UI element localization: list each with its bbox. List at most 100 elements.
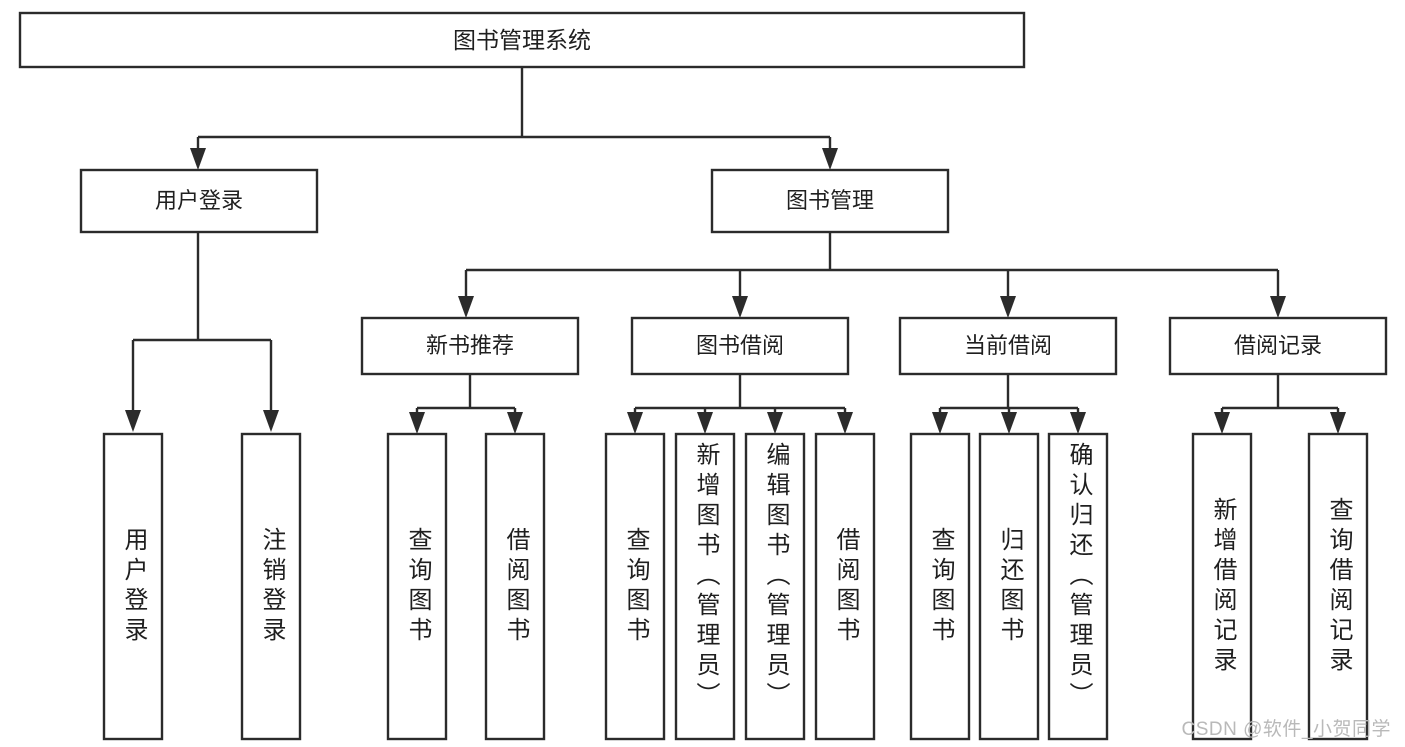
arrow-current-borrow-leaf-1 xyxy=(932,412,948,434)
leaf-node[interactable]: 查询图书 xyxy=(604,432,666,741)
leaf-bb-borrow-book-label: 借阅图书 xyxy=(832,526,859,647)
leaf-node[interactable]: 新增图书（管理员） xyxy=(674,432,736,741)
leaf-bb-borrow-book-box[interactable] xyxy=(814,432,876,741)
leaf-bb-edit-book-box[interactable] xyxy=(744,432,806,741)
leaf-node[interactable]: 用户登录 xyxy=(102,432,164,741)
leaf-bb-add-book-text-host: 新增图书（管理员） xyxy=(692,442,719,712)
leaf-bb-query-book-box[interactable] xyxy=(604,432,666,741)
node-borrow-record-box[interactable] xyxy=(1168,316,1388,376)
node-borrow-record-label: 借阅记录 xyxy=(1234,333,1322,358)
leaf-bb-edit-book-label: 编辑图书（管理员） xyxy=(762,442,789,712)
node-root-label: 图书管理系统 xyxy=(453,27,591,53)
leaf-logout-label: 注销登录 xyxy=(258,526,285,647)
leaf-br-query-record-text-host: 查询借阅记录 xyxy=(1325,496,1352,677)
arrow-book-borrow-leaf-2 xyxy=(697,412,713,434)
arrow-current-borrow-leaf-2 xyxy=(1001,412,1017,434)
node-current-borrow[interactable]: 当前借阅 xyxy=(898,316,1118,376)
leaf-nb-borrow-book-box[interactable] xyxy=(484,432,546,741)
node-user-login-label: 用户登录 xyxy=(155,188,243,213)
leaf-cb-confirm-return-text-host: 确认归还（管理员） xyxy=(1065,442,1092,712)
leaf-bb-edit-book-text-host: 编辑图书（管理员） xyxy=(762,442,789,712)
leaf-node[interactable]: 查询图书 xyxy=(386,432,448,741)
arrow-root-to-user-login xyxy=(190,148,206,170)
leaf-bb-query-book-label: 查询图书 xyxy=(622,526,649,647)
leaf-br-add-record-label: 新增借阅记录 xyxy=(1209,496,1236,677)
leaf-node[interactable]: 查询借阅记录 xyxy=(1307,432,1369,741)
leaf-user-login-label: 用户登录 xyxy=(120,526,147,647)
node-current-borrow-label: 当前借阅 xyxy=(964,333,1052,358)
node-root[interactable]: 图书管理系统 xyxy=(18,11,1026,69)
leaf-cb-query-book-box[interactable] xyxy=(909,432,971,741)
leaf-node[interactable]: 注销登录 xyxy=(240,432,302,741)
node-book-management-label: 图书管理 xyxy=(786,188,874,213)
leaf-nb-borrow-book-label: 借阅图书 xyxy=(502,526,529,647)
node-new-book-recommend-label: 新书推荐 xyxy=(426,333,514,358)
leaf-node[interactable]: 确认归还（管理员） xyxy=(1047,432,1109,741)
leaf-node[interactable]: 归还图书 xyxy=(978,432,1040,741)
arrow-book-borrow-leaf-1 xyxy=(627,412,643,434)
leaf-cb-query-book-text-host: 查询图书 xyxy=(927,526,954,647)
leaf-cb-return-book-label: 归还图书 xyxy=(996,526,1023,647)
leaf-logout-box[interactable] xyxy=(240,432,302,741)
connector-group-book-borrow xyxy=(627,374,853,434)
leaf-cb-confirm-return-label: 确认归还（管理员） xyxy=(1065,442,1092,712)
leaf-bb-add-book-label: 新增图书（管理员） xyxy=(692,442,719,712)
leaf-nb-query-book-box[interactable] xyxy=(386,432,448,741)
leaf-node[interactable]: 借阅图书 xyxy=(484,432,546,741)
leaf-br-query-record-label: 查询借阅记录 xyxy=(1325,496,1352,677)
leaf-cb-query-book-label: 查询图书 xyxy=(927,526,954,647)
leaf-node[interactable]: 编辑图书（管理员） xyxy=(744,432,806,741)
leaf-cb-confirm-return-box[interactable] xyxy=(1047,432,1109,741)
leaf-nb-borrow-book-text-host: 借阅图书 xyxy=(502,526,529,647)
node-borrow-record[interactable]: 借阅记录 xyxy=(1168,316,1388,376)
arrow-book-mgmt-to-borrow xyxy=(732,296,748,318)
leaf-user-login-text-host: 用户登录 xyxy=(120,526,147,647)
connector-group-book-mgmt xyxy=(458,232,1286,318)
node-book-borrow[interactable]: 图书借阅 xyxy=(630,316,850,376)
leaf-node[interactable]: 新增借阅记录 xyxy=(1191,432,1253,741)
node-user-login-box[interactable] xyxy=(79,168,319,234)
connector-group-new-book xyxy=(409,374,523,434)
leaf-cb-return-book-box[interactable] xyxy=(978,432,1040,741)
leaf-user-login-box[interactable] xyxy=(102,432,164,741)
leaf-nb-query-book-text-host: 查询图书 xyxy=(404,526,431,647)
leaf-node[interactable]: 借阅图书 xyxy=(814,432,876,741)
arrow-book-borrow-leaf-4 xyxy=(837,412,853,434)
leaf-cb-return-book-text-host: 归还图书 xyxy=(996,526,1023,647)
node-root-box[interactable] xyxy=(18,11,1026,69)
node-book-borrow-label: 图书借阅 xyxy=(696,333,784,358)
arrow-new-book-leaf-1 xyxy=(409,412,425,434)
arrow-borrow-record-leaf-2 xyxy=(1330,412,1346,434)
leaf-br-add-record-text-host: 新增借阅记录 xyxy=(1209,496,1236,677)
leaf-node[interactable]: 查询图书 xyxy=(909,432,971,741)
node-book-management[interactable]: 图书管理 xyxy=(710,168,950,234)
arrow-book-mgmt-to-current xyxy=(1000,296,1016,318)
node-book-borrow-box[interactable] xyxy=(630,316,850,376)
arrow-current-borrow-leaf-3 xyxy=(1070,412,1086,434)
leaf-bb-add-book-box[interactable] xyxy=(674,432,736,741)
node-new-book-recommend[interactable]: 新书推荐 xyxy=(360,316,580,376)
connector-group-borrow-record xyxy=(1214,374,1346,434)
arrow-new-book-leaf-2 xyxy=(507,412,523,434)
arrow-user-login-leaf-2 xyxy=(263,410,279,432)
arrow-book-borrow-leaf-3 xyxy=(767,412,783,434)
node-new-book-recommend-box[interactable] xyxy=(360,316,580,376)
leaf-bb-query-book-text-host: 查询图书 xyxy=(622,526,649,647)
connector-group-root xyxy=(190,67,838,170)
node-user-login[interactable]: 用户登录 xyxy=(79,168,319,234)
node-current-borrow-box[interactable] xyxy=(898,316,1118,376)
node-book-management-box[interactable] xyxy=(710,168,950,234)
arrow-user-login-leaf-1 xyxy=(125,410,141,432)
arrow-borrow-record-leaf-1 xyxy=(1214,412,1230,434)
leaf-nb-query-book-label: 查询图书 xyxy=(404,526,431,647)
leaf-logout-text-host: 注销登录 xyxy=(258,526,285,647)
connector-group-current-borrow xyxy=(932,374,1086,434)
arrow-book-mgmt-to-record xyxy=(1270,296,1286,318)
arrow-root-to-book-mgmt xyxy=(822,148,838,170)
leaf-bb-borrow-book-text-host: 借阅图书 xyxy=(832,526,859,647)
arrow-book-mgmt-to-new-book xyxy=(458,296,474,318)
leaf-br-add-record-box[interactable] xyxy=(1191,432,1253,741)
leaf-br-query-record-box[interactable] xyxy=(1307,432,1369,741)
